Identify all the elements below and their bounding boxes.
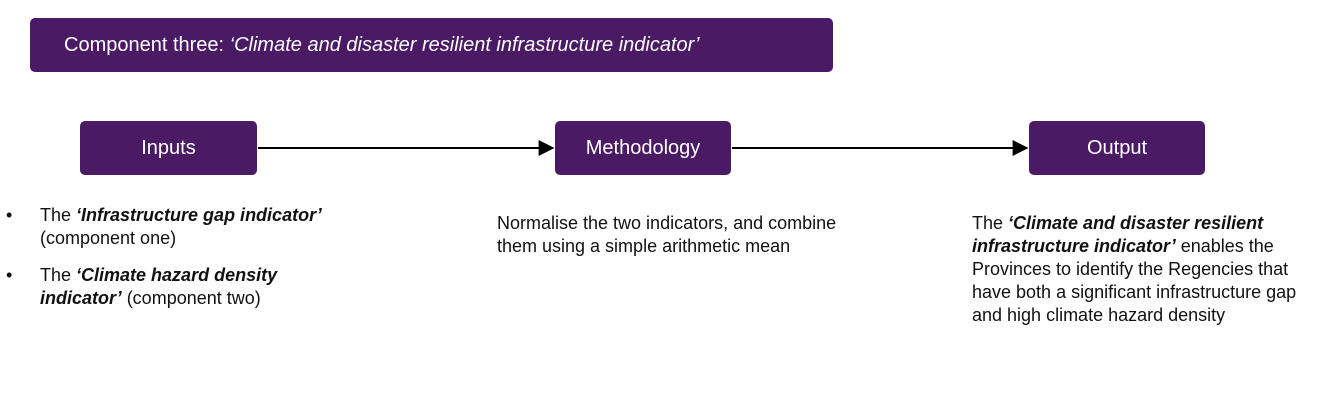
output-suffix: enables the Provinces to identify the Re… [972,236,1297,325]
inputs-box: Inputs [80,121,257,175]
inputs-label: Inputs [141,136,196,159]
output-prefix: The [972,213,1009,233]
item-emphasis: ‘Infrastructure gap indicator’ [76,205,322,225]
output-emphasis: ‘Climate and disaster resilient infrastr… [972,213,1264,256]
item-prefix: The [40,265,77,285]
methodology-box: Methodology [555,121,731,175]
methodology-label: Methodology [585,136,701,159]
list-item: •The ‘Climate hazard density indicator’ … [6,264,346,310]
bullet-icon: • [6,205,13,225]
inputs-description: • The ‘Infrastructure gap indicator’ (com… [6,204,346,324]
output-box: Output [1029,121,1205,175]
output-label: Output [1086,136,1148,159]
item-suffix: (component one) [40,228,177,248]
output-description: The ‘Climate and disaster resilient infr… [972,212,1322,327]
banner-title: ‘Climate and disaster resilient infrastr… [229,34,700,56]
item-prefix: The [40,205,77,225]
inputs-list: • The ‘Infrastructure gap indicator’ (com… [6,204,346,310]
item-suffix: (component two) [121,288,261,308]
banner-prefix: Component three: [64,34,230,56]
methodology-description: Normalise the two indicators, and combin… [497,213,837,256]
component-banner: Component three: ‘Climate and disaster r… [30,18,833,72]
bullet-icon: • [6,265,13,285]
list-item: • The ‘Infrastructure gap indicator’ (com… [6,204,346,250]
item-emphasis: ‘Climate hazard density indicator’ [40,265,278,308]
